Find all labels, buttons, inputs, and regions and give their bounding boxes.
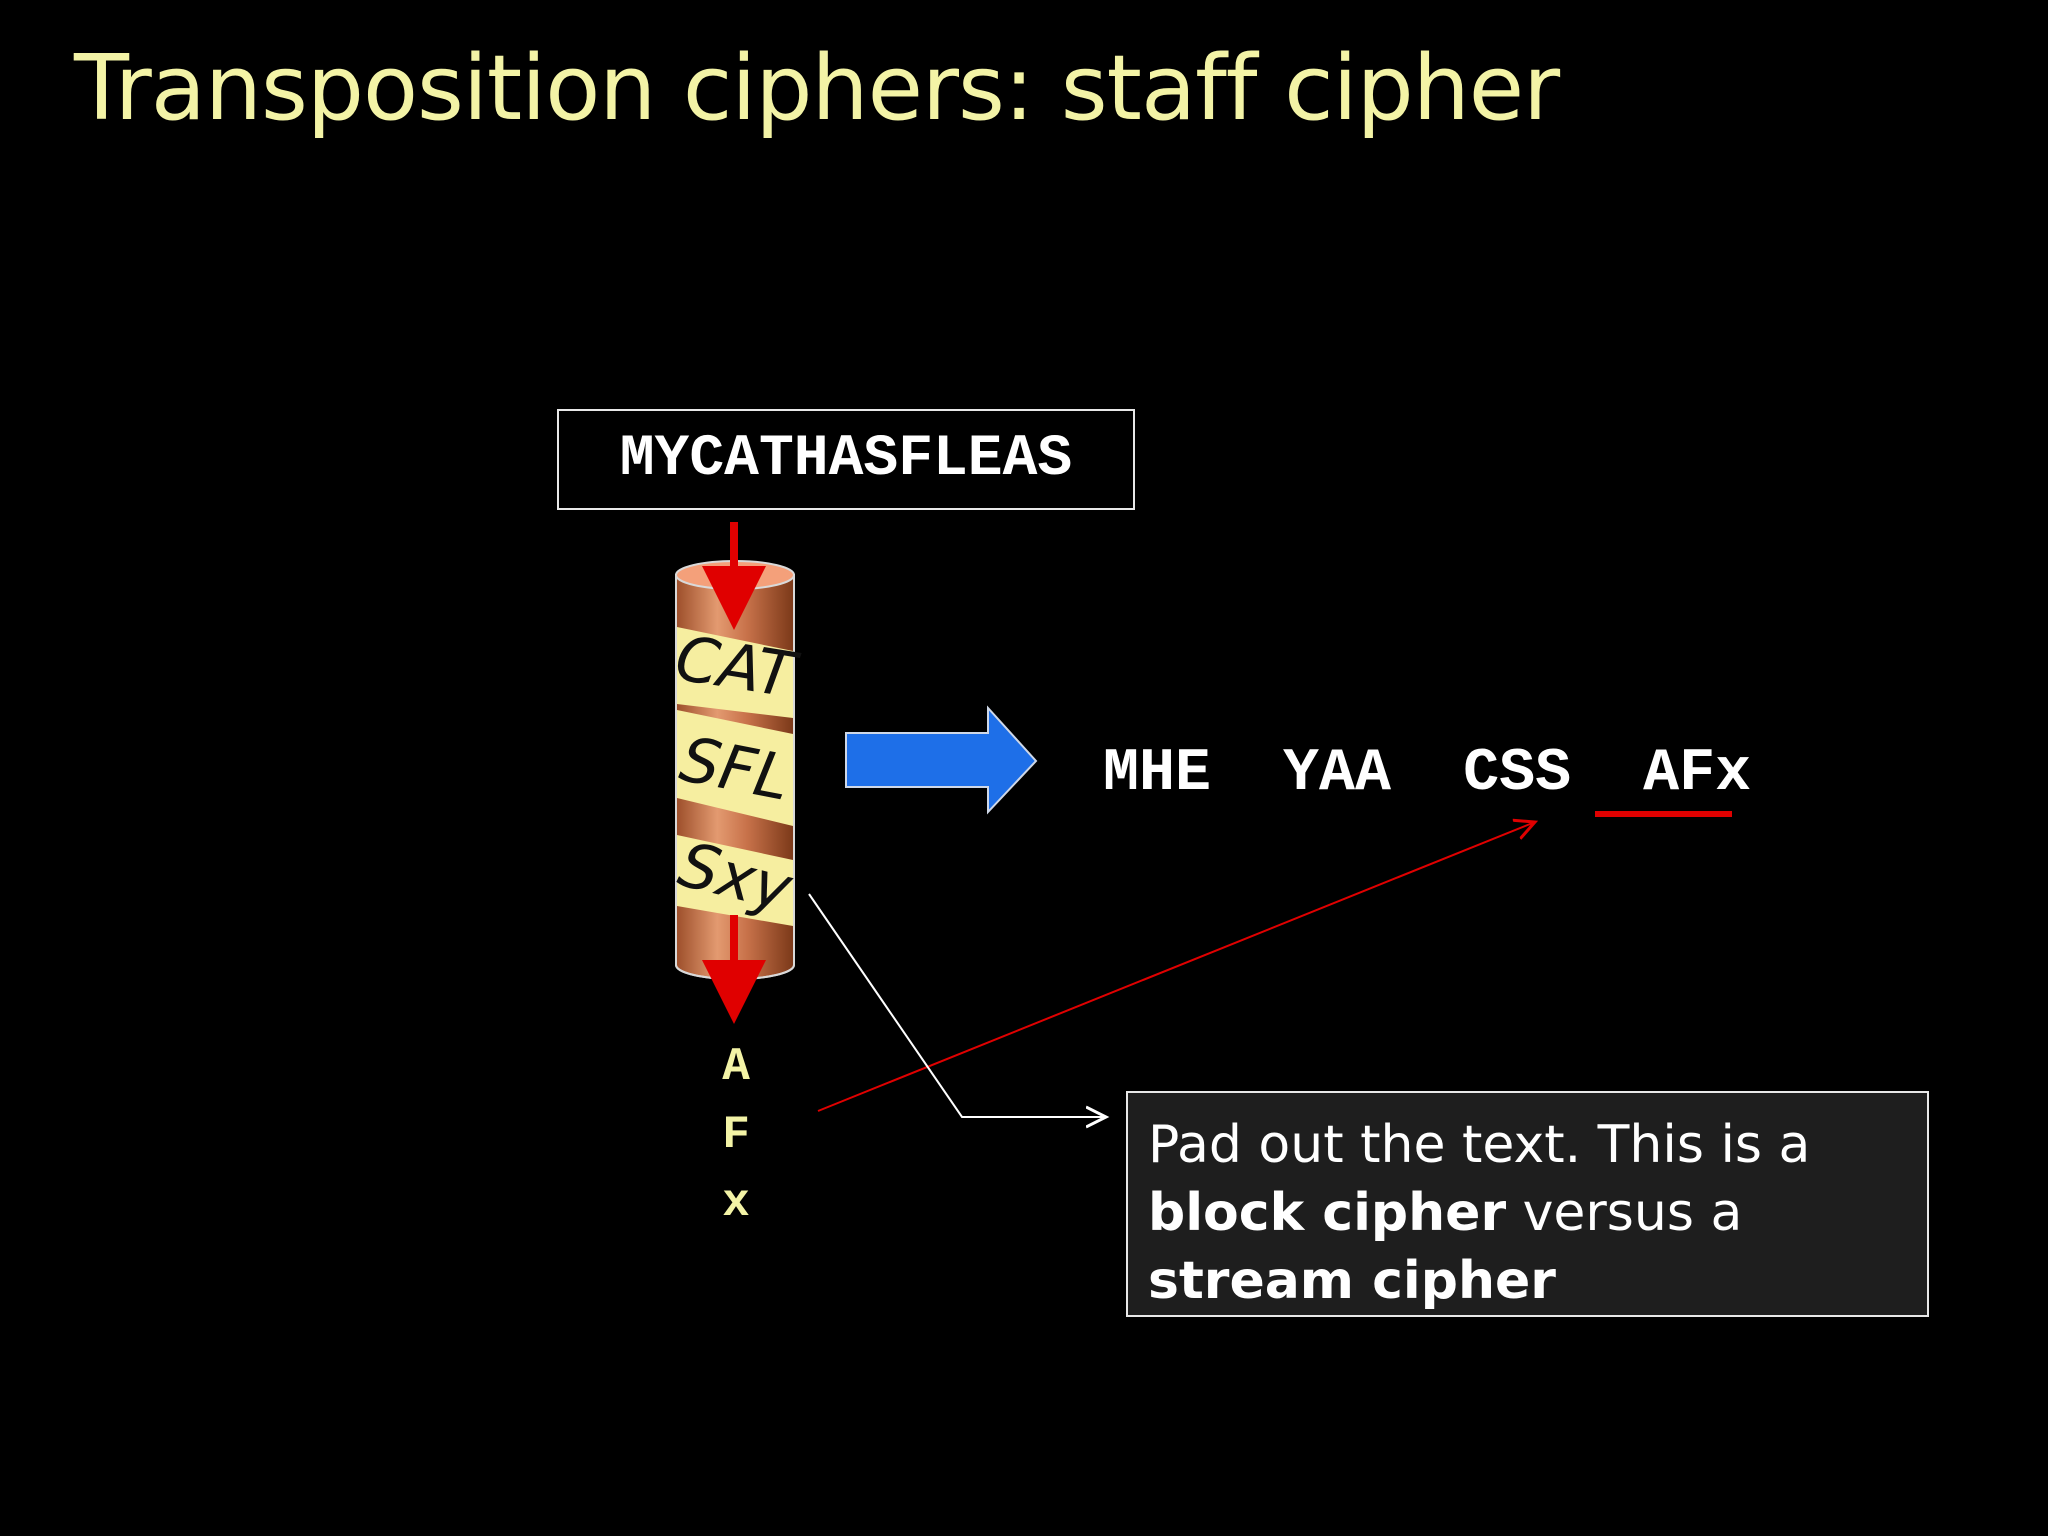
callout-bold-block-cipher: block cipher	[1148, 1183, 1507, 1243]
strip-2	[677, 710, 793, 826]
padding-letter: F	[722, 1109, 750, 1161]
padding-letter: x	[722, 1177, 750, 1229]
callout-line-1: Pad out the text. This is a	[1148, 1115, 1811, 1175]
callout-box: Pad out the text. This is a block cipher…	[1126, 1091, 1929, 1317]
callout-versus: versus a	[1506, 1183, 1743, 1243]
padding-letters: A F x	[716, 1033, 756, 1237]
callout-connector-arrow	[808, 893, 1106, 1117]
strip-3	[677, 835, 793, 926]
padding-letter: A	[722, 1041, 750, 1093]
right-block-arrow-icon	[845, 705, 1038, 815]
ciphertext-group: YAA	[1283, 740, 1392, 808]
ciphertext-group-highlighted: AFx	[1643, 740, 1752, 808]
strip-1	[677, 627, 793, 718]
ciphertext: MHE YAA CSS AFx	[1103, 740, 1751, 808]
ciphertext-group: MHE	[1103, 740, 1212, 808]
callout-bold-stream-cipher: stream cipher	[1148, 1251, 1556, 1311]
ciphertext-group: CSS	[1463, 740, 1572, 808]
plaintext-box: MYCATHASFLEAS	[557, 409, 1135, 510]
plaintext-text: MYCATHASFLEAS	[619, 427, 1073, 492]
slide-title: Transposition ciphers: staff cipher	[74, 36, 1560, 141]
padding-to-cipher-arrow	[817, 822, 1535, 1112]
